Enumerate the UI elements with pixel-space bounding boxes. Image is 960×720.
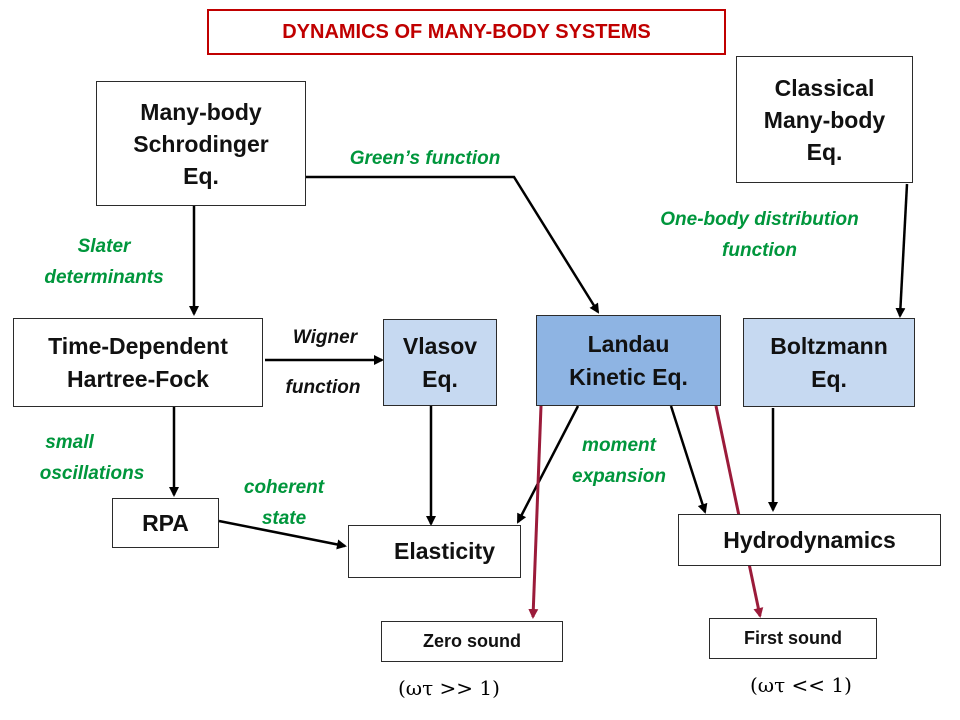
label-line: function (722, 240, 797, 261)
label-function: function (266, 374, 380, 401)
label-line: Slater (77, 236, 131, 257)
label-line: function (285, 377, 361, 398)
node-line: Many-body (140, 98, 262, 125)
node-line: Elasticity (394, 538, 495, 564)
arrow-rpa-to-elasticity (218, 519, 347, 550)
node-line: Boltzmann (770, 332, 888, 359)
label-greens-function: Green’s function (310, 145, 540, 172)
label-line: small (45, 432, 94, 453)
condition-zero-sound: (ωτ >> 1) (398, 676, 500, 700)
node-zero-sound: Zero sound (381, 621, 563, 662)
label-line: Green’s function (349, 148, 501, 169)
label-line: expansion (572, 466, 666, 487)
label-line: coherent (243, 477, 325, 498)
label-wigner: Wigner (270, 324, 380, 351)
node-tdhf: Time-Dependent Hartree-Fock (13, 318, 263, 407)
arrow-landau-to-first-sound (714, 405, 764, 618)
node-line: Eq. (811, 365, 847, 392)
diagram-title: DYNAMICS OF MANY-BODY SYSTEMS (207, 9, 726, 55)
node-classical-many-body: Classical Many-body Eq. (736, 56, 913, 183)
node-line: Hartree-Fock (67, 365, 209, 392)
node-line: Landau (587, 330, 670, 357)
label-line: Wigner (292, 327, 358, 348)
node-hydrodynamics: Hydrodynamics (678, 514, 941, 566)
node-landau: Landau Kinetic Eq. (536, 315, 721, 406)
label-line: determinants (44, 267, 164, 288)
node-first-sound: First sound (709, 618, 877, 659)
arrow-classical-to-boltzmann (895, 183, 909, 318)
arrow-landau-to-zero-sound (528, 405, 543, 619)
node-elasticity: Elasticity (348, 525, 521, 578)
label-moment-expansion: moment expansion (546, 430, 692, 492)
label-line: moment (582, 435, 656, 456)
node-many-body-schrodinger: Many-body Schrodinger Eq. (96, 81, 306, 206)
label-slater-determinants: Slater determinants (14, 231, 194, 293)
node-line: Eq. (422, 365, 458, 392)
node-rpa: RPA (112, 498, 219, 548)
node-line: Kinetic Eq. (569, 363, 688, 390)
node-line: First sound (744, 628, 842, 648)
node-line: Time-Dependent (48, 332, 228, 359)
arrow-landau-to-elasticity (516, 405, 580, 524)
label-line: oscillations (39, 463, 145, 484)
node-line: Classical (774, 74, 875, 101)
label-line: One-body distribution (660, 209, 859, 230)
arrow-landau-to-hydrodynamics (669, 405, 708, 514)
label-one-body-distribution: One-body distribution function (602, 204, 917, 266)
node-line: Schrodinger (133, 130, 269, 157)
node-line: Eq. (183, 162, 219, 189)
diagram-title-text: DYNAMICS OF MANY-BODY SYSTEMS (282, 20, 651, 43)
node-line: RPA (142, 509, 189, 536)
node-line: Vlasov (402, 332, 478, 359)
node-line: Hydrodynamics (723, 526, 896, 553)
node-line: Eq. (806, 138, 843, 165)
node-line: Zero sound (423, 631, 521, 651)
node-line: Many-body (763, 106, 886, 133)
arrow-greens-function (306, 175, 600, 314)
label-small-oscillations: small oscillations (8, 427, 176, 489)
node-boltzmann: Boltzmann Eq. (743, 318, 915, 407)
condition-first-sound: (ωτ << 1) (750, 673, 852, 697)
label-coherent-state: coherent state (212, 472, 356, 534)
label-line: state (261, 508, 307, 529)
node-vlasov: Vlasov Eq. (383, 319, 497, 406)
